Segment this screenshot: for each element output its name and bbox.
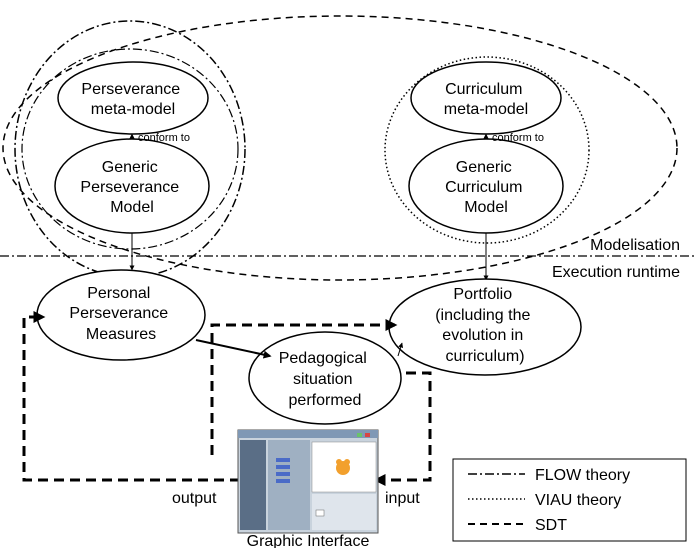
legend-sdt-label: SDT bbox=[535, 517, 567, 534]
edge-personal-to-pedagogical bbox=[195, 339, 272, 359]
sdt-top-connector bbox=[210, 319, 398, 455]
edge-pedagogical-to-portfolio bbox=[397, 342, 404, 357]
portfolio-label: Portfolio (including the evolution in cu… bbox=[435, 286, 535, 365]
perseverance-metamodel-label: Perseverance meta-model bbox=[81, 81, 184, 118]
pedagogical-situation-node[interactable] bbox=[248, 331, 402, 425]
sdt-outer-ellipse bbox=[2, 15, 678, 281]
personal-perseverance-measures-label: Personal Perseverance Measures bbox=[69, 285, 172, 343]
conform-label-left: conform to bbox=[138, 132, 190, 144]
legend-flow-label: FLOW theory bbox=[535, 467, 630, 484]
output-label: output bbox=[172, 490, 217, 507]
graphic-interface-screenshot[interactable] bbox=[237, 429, 379, 534]
curriculum-metamodel-label: Curriculum meta-model bbox=[444, 81, 528, 118]
generic-curriculum-model-label: Generic Curriculum Model bbox=[445, 159, 527, 216]
conform-label-right: conform to bbox=[492, 132, 544, 144]
pedagogical-situation-label: Pedagogical situation performed bbox=[279, 350, 372, 409]
curriculum-metamodel-node[interactable] bbox=[410, 61, 562, 135]
flow-inner-ellipse bbox=[21, 48, 239, 250]
perseverance-metamodel-node[interactable] bbox=[57, 61, 209, 135]
viau-ellipse bbox=[384, 56, 590, 244]
legend-viau-label: VIAU theory bbox=[535, 492, 621, 509]
zone-label-execution: Execution runtime bbox=[552, 264, 680, 281]
input-label: input bbox=[385, 490, 420, 507]
sdt-loop-left bbox=[22, 311, 240, 482]
generic-perseverance-model-label: Generic Perseverance Model bbox=[80, 159, 183, 216]
legend: FLOW theory VIAU theory SDT bbox=[452, 458, 687, 542]
graphic-interface-caption: Graphic Interface bbox=[247, 533, 370, 548]
zone-label-modelisation: Modelisation bbox=[590, 237, 680, 254]
